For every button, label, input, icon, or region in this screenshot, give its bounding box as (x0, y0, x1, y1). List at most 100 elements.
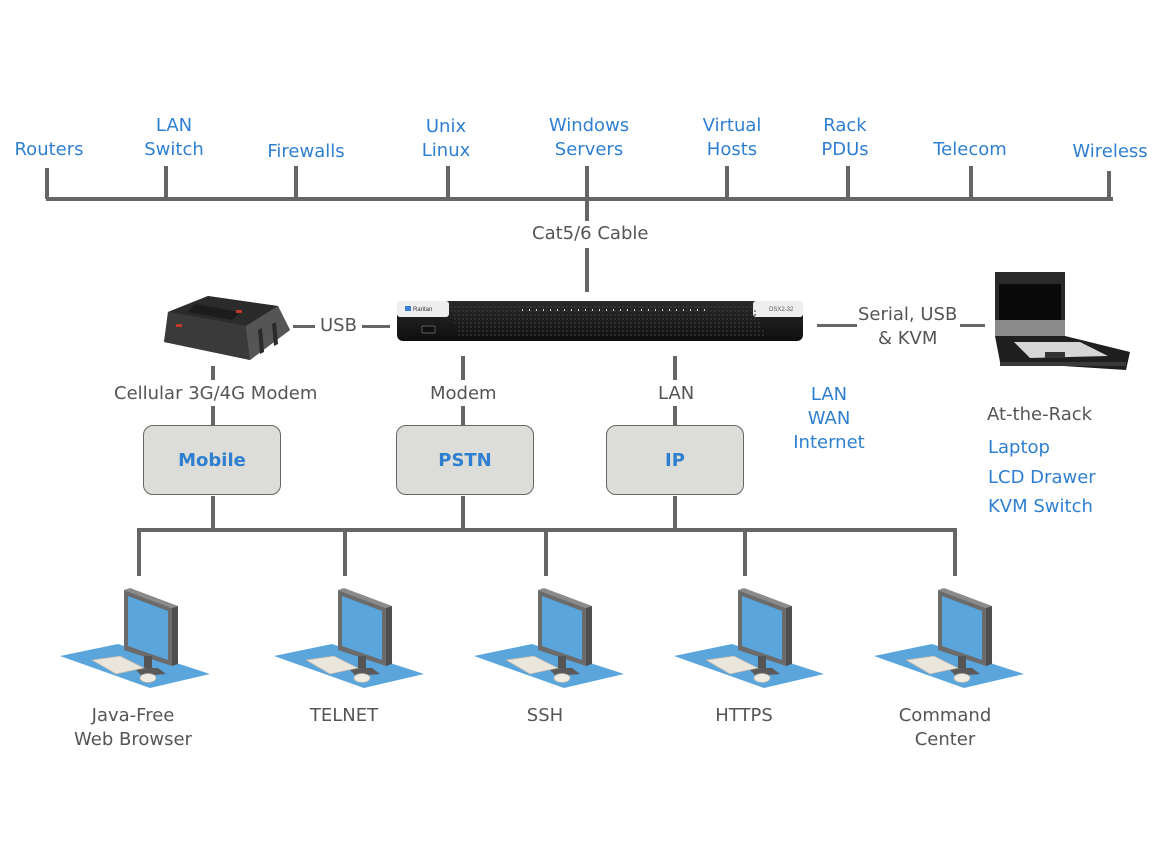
client-label: Command (898, 705, 992, 726)
usb-line-left (293, 325, 315, 328)
target-rack-pdus: Rack PDUs (821, 114, 868, 162)
target-label: Rack (823, 115, 867, 136)
access-box-ip: IP (606, 425, 744, 495)
workstation-command-center (872, 588, 1032, 698)
client-label: Java-Free (91, 705, 175, 726)
target-routers: Routers (14, 138, 83, 162)
drop-wireless (1107, 171, 1111, 199)
cellular-modem (150, 290, 292, 364)
usb-label: USB (320, 315, 357, 336)
workstation-telnet (272, 588, 432, 698)
workstation-icon (674, 588, 824, 688)
drop-firewalls (294, 166, 298, 199)
target-virtual-hosts: Virtual Hosts (703, 114, 762, 162)
device-model: DSX2-32 (769, 307, 794, 313)
client-java-free-web-browser: Java-Free Web Browser (74, 704, 192, 752)
client-label: HTTPS (715, 705, 773, 726)
lcd-drawer-icon (995, 272, 1130, 370)
workstation-icon (874, 588, 1024, 688)
target-label: Wireless (1072, 141, 1148, 162)
cable-line-upper (585, 199, 589, 221)
network-label-lan: LAN (810, 384, 848, 405)
serial-line-right (960, 324, 985, 327)
drop-https (743, 530, 747, 576)
target-label: Telecom (933, 139, 1007, 160)
target-firewalls: Firewalls (267, 140, 344, 164)
target-telecom: Telecom (933, 138, 1007, 162)
at-the-rack-item-lcd-drawer: LCD Drawer (988, 467, 1096, 488)
top-bus-line (46, 197, 1113, 201)
client-telnet: TELNET (310, 704, 378, 728)
client-https: HTTPS (715, 704, 773, 728)
device-brand: Raritan (413, 307, 432, 313)
target-label: Switch (144, 139, 204, 160)
drop-telnet (343, 530, 347, 576)
workstation-java-free-web-browser (58, 588, 218, 698)
drop-virtual-hosts (725, 166, 729, 199)
access-box-pstn: PSTN (396, 425, 534, 495)
pstn-drop (461, 496, 465, 530)
modem-line-upper (461, 356, 465, 380)
drop-java-free-web-browser (137, 530, 141, 576)
network-label: LAN WAN Internet (793, 383, 865, 455)
target-label: Servers (554, 139, 624, 160)
mobile-drop (211, 496, 215, 530)
workstation-icon (274, 588, 424, 688)
target-label: Linux (421, 140, 471, 161)
workstation-ssh (472, 588, 632, 698)
target-label: Hosts (706, 139, 758, 160)
target-windows-servers: Windows Servers (549, 114, 629, 162)
target-wireless: Wireless (1072, 140, 1147, 164)
drop-rack-pdus (846, 166, 850, 199)
client-label: SSH (526, 705, 564, 726)
serial-label: Serial, USB & KVM (858, 303, 957, 351)
target-label: Virtual (702, 115, 762, 136)
cable-label: Cat5/6 Cable (532, 223, 649, 244)
cellular-label: Cellular 3G/4G Modem (114, 383, 318, 404)
cable-line-lower (585, 248, 589, 292)
usb-line-right (362, 325, 390, 328)
drop-telecom (969, 166, 973, 199)
modem-label: Modem (430, 383, 497, 404)
lan-line-lower (673, 406, 677, 425)
at-the-rack-title: At-the-Rack (987, 404, 1093, 425)
at-the-rack-item-kvm-switch: KVM Switch (988, 496, 1093, 517)
client-label: Web Browser (74, 729, 192, 750)
serial-label-line2: & KVM (877, 328, 938, 349)
network-label-wan: WAN (807, 408, 851, 429)
workstation-icon (474, 588, 624, 688)
client-label: Center (914, 729, 976, 750)
modem-line-lower (461, 406, 465, 425)
target-label: LAN (155, 115, 193, 136)
target-label: Unix (425, 116, 467, 137)
workstation-icon (60, 588, 210, 688)
access-box-mobile: Mobile (143, 425, 281, 495)
target-label: Windows (548, 115, 630, 136)
target-lan-switch: LAN Switch (144, 114, 204, 162)
drop-windows-servers (585, 166, 589, 199)
client-command-center: Command Center (899, 704, 992, 752)
network-label-internet: Internet (793, 432, 865, 453)
client-ssh: SSH (527, 704, 563, 728)
kvm-console-server-icon: Raritan DSX2-32 (397, 301, 803, 341)
lan-line-upper (673, 356, 677, 380)
serial-label-line1: Serial, USB (858, 304, 958, 325)
workstation-https (672, 588, 832, 698)
client-label: TELNET (309, 705, 379, 726)
drop-ssh (544, 530, 548, 576)
at-the-rack-item-laptop: Laptop (988, 437, 1050, 458)
cellular-modem-icon (164, 296, 290, 360)
cellular-line-lower (211, 406, 215, 425)
ip-drop (673, 496, 677, 530)
serial-line-left (817, 324, 857, 327)
drop-routers (45, 168, 49, 199)
kvm-console-server: Raritan DSX2-32 (397, 297, 803, 343)
target-label: PDUs (821, 139, 869, 160)
lcd-drawer (990, 270, 1130, 382)
target-unix-linux: Unix Linux (422, 115, 471, 163)
lan-label: LAN (658, 383, 695, 404)
drop-lan-switch (164, 166, 168, 199)
cellular-line-upper (211, 366, 215, 380)
drop-command-center (953, 530, 957, 576)
target-label: Firewalls (267, 141, 345, 162)
